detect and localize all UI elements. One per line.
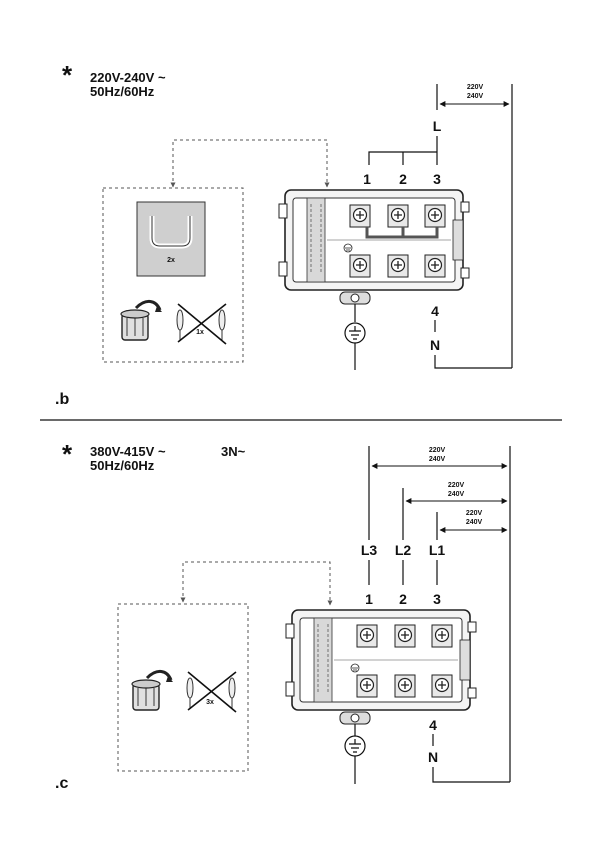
- bin-icon: [119, 299, 164, 342]
- earth-symbol-c: [344, 724, 366, 784]
- callout-connector-c: [180, 561, 333, 606]
- terminal-block-c: [286, 610, 476, 710]
- bridge-links: [365, 227, 439, 239]
- span-l3-bottom: 240V: [429, 456, 446, 463]
- span-bottom: 240V: [467, 93, 484, 100]
- phase-drops: [368, 560, 438, 585]
- neutral-label-c: N: [428, 749, 438, 765]
- removed-count: 1x: [196, 329, 204, 336]
- terminal-1-c: 1: [365, 591, 373, 607]
- section-label-b: .b: [55, 391, 69, 408]
- star-marker-c: *: [62, 439, 73, 469]
- section-b: * 220V-240V ~ 50Hz/60Hz 220V 240V L 1 2 …: [55, 60, 513, 408]
- terminal-4: 4: [431, 303, 439, 319]
- span-top: 220V: [467, 84, 484, 91]
- terminal-2-c: 2: [399, 591, 407, 607]
- section-c: * 380V-415V ~ 50Hz/60Hz 3N~ 220V 240V 22…: [55, 439, 511, 792]
- voltage-line-1: 220V-240V ~: [90, 70, 166, 85]
- phase-label: L: [433, 118, 442, 134]
- crossed-link-icon-c: [186, 671, 237, 713]
- terminal-4-c: 4: [429, 717, 437, 733]
- span-l3-top: 220V: [429, 447, 446, 454]
- bridge-detail-panel: [136, 201, 206, 277]
- terminal-3-c: 3: [433, 591, 441, 607]
- terminal-2: 2: [399, 171, 407, 187]
- neutral-label: N: [430, 337, 440, 353]
- terminal-block: [279, 190, 469, 290]
- section-label-c: .c: [55, 775, 68, 792]
- terminal-3: 3: [433, 171, 441, 187]
- phase-l2: L2: [395, 542, 412, 558]
- phase-l3: L3: [361, 542, 378, 558]
- system-label: 3N~: [221, 444, 246, 459]
- voltage-line-2: 50Hz/60Hz: [90, 84, 155, 99]
- callout-box: [102, 187, 244, 363]
- phase-l1: L1: [429, 542, 446, 558]
- earth-symbol: [344, 304, 366, 370]
- crossed-link-icon: [176, 303, 227, 345]
- voltage-line-2-c: 50Hz/60Hz: [90, 458, 155, 473]
- span-l2-top: 220V: [448, 482, 465, 489]
- callout-box-c: [117, 603, 249, 772]
- removed-count-c: 3x: [206, 699, 214, 706]
- voltage-line-1-c: 380V-415V ~: [90, 444, 166, 459]
- span-l2-bottom: 240V: [448, 491, 465, 498]
- callout-connector: [170, 139, 330, 188]
- bridge-count: 2x: [167, 257, 175, 264]
- star-marker: *: [62, 60, 73, 90]
- span-l1-bottom: 240V: [466, 519, 483, 526]
- bin-icon-c: [130, 669, 175, 712]
- terminal-1: 1: [363, 171, 371, 187]
- bridge-wires: [368, 151, 438, 165]
- span-l1-top: 220V: [466, 510, 483, 517]
